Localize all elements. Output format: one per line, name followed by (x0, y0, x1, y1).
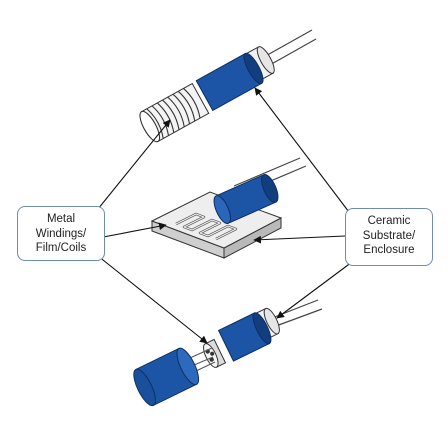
film-pattern-highlight (175, 213, 237, 240)
lead-wires-bottom (271, 299, 323, 327)
arrow-right-to-middle (253, 235, 346, 244)
callout-left-line3: Film/Coils (35, 242, 87, 254)
arrow-left-to-middle (97, 222, 167, 239)
blue-end-cap (133, 347, 200, 407)
arrow-left-to-top (97, 119, 171, 210)
ceramic-substrate (150, 191, 283, 249)
arrows (97, 87, 353, 344)
lead-wires-top (261, 29, 317, 67)
wound-coil-body (139, 82, 210, 143)
blue-cap-middle (213, 174, 279, 224)
thin-film-sensor (150, 157, 307, 259)
arrow-right-to-bottom (276, 261, 353, 319)
callout-right-line1: Ceramic (367, 215, 411, 227)
blue-sleeve-top (195, 52, 264, 112)
wire-wound-sensor (139, 29, 317, 143)
callout-right-line2: Substrate/ (362, 229, 416, 242)
inner-coil-wires (189, 347, 216, 372)
blue-sleeve-bottom (217, 312, 272, 362)
callout-left-line1: Metal (46, 213, 76, 225)
callout-metal-windings: Metal Windings/ Film/Coils (17, 206, 105, 261)
ceramic-core-bores (203, 338, 227, 368)
coiled-element-sensor (133, 299, 323, 407)
callout-left-line2: Windings/ (35, 227, 87, 240)
callout-ceramic-substrate: Ceramic Substrate/ Enclosure (345, 208, 433, 266)
arrow-right-to-top (254, 87, 353, 217)
callout-right-line3: Enclosure (363, 244, 415, 256)
arrow-left-to-bottom (97, 255, 208, 344)
